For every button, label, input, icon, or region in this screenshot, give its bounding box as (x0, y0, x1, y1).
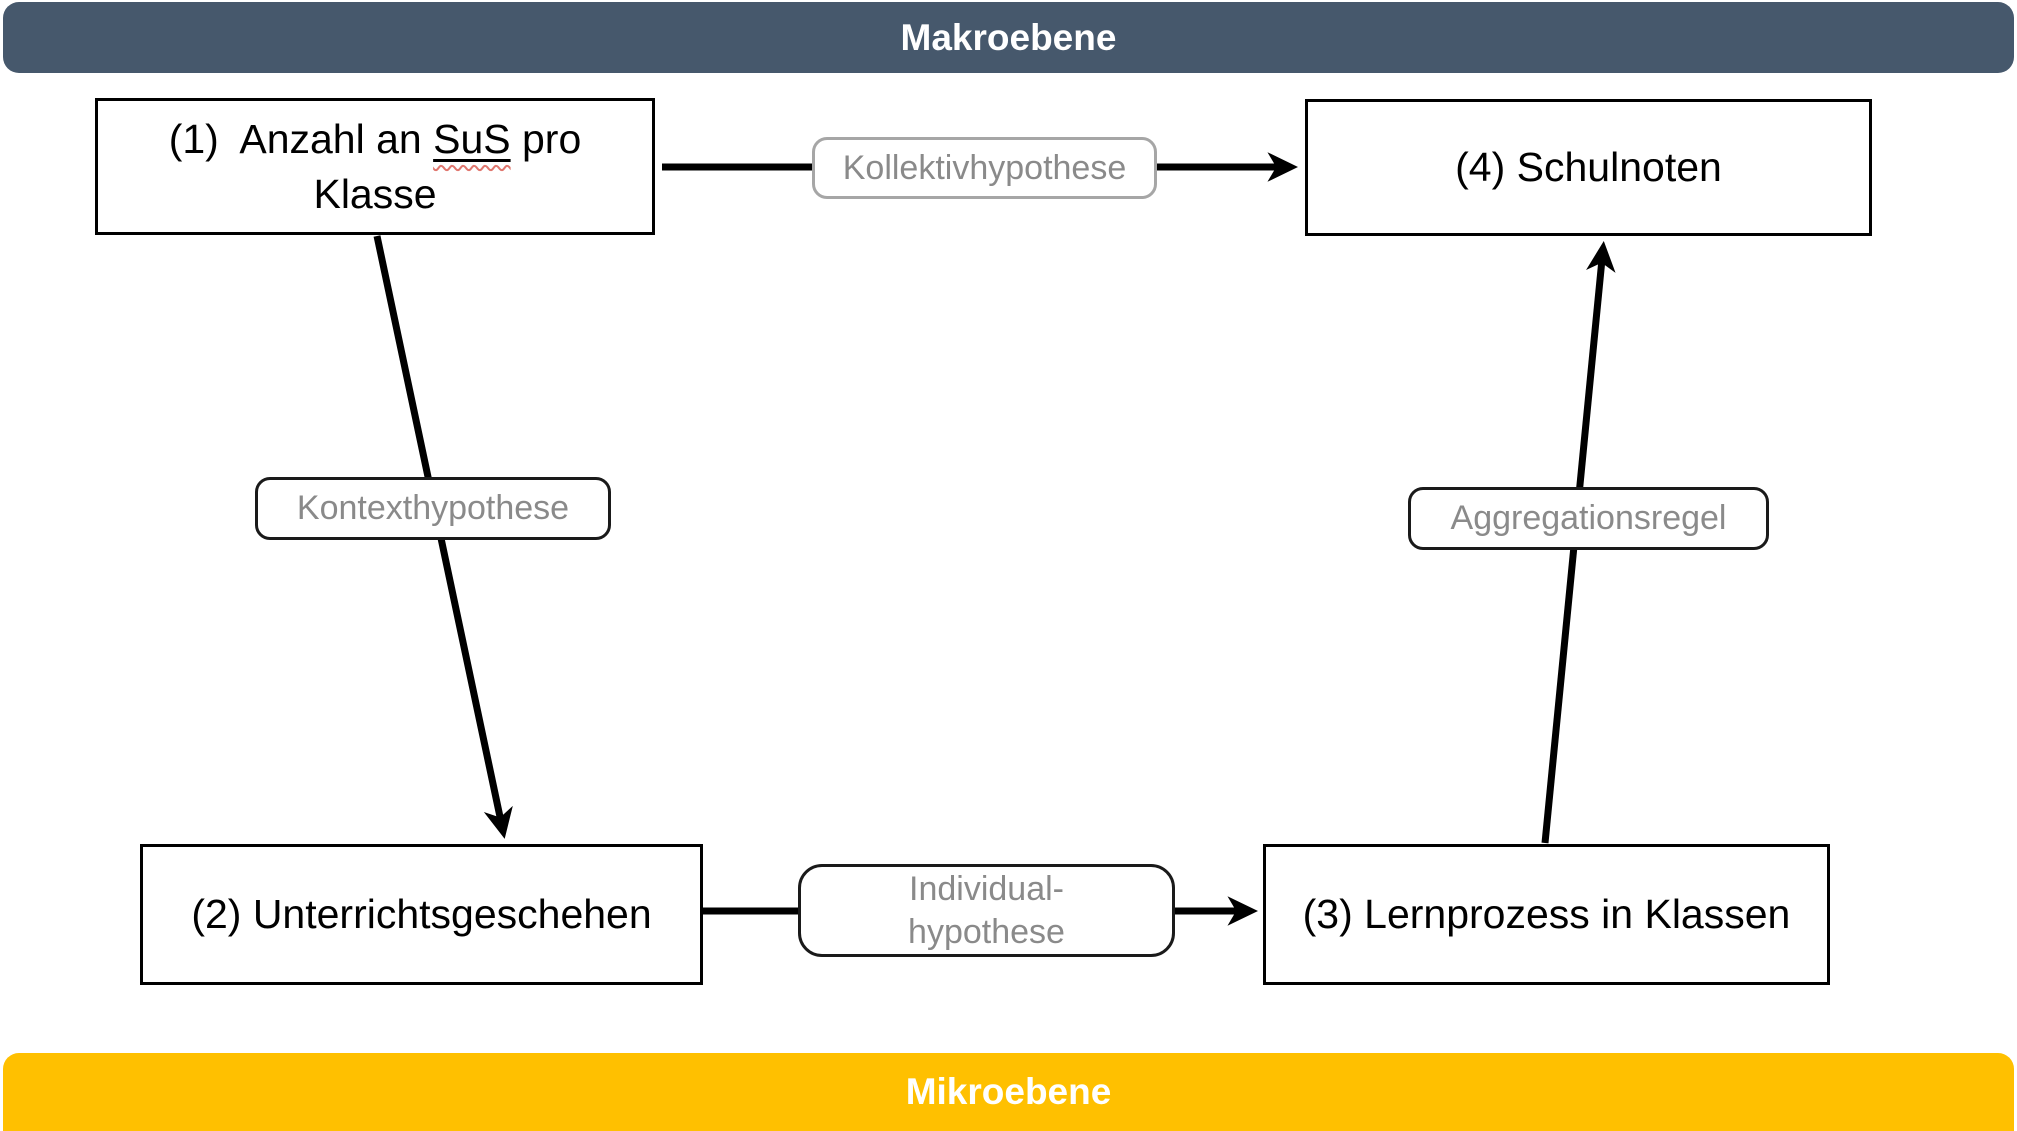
kollektivhypothese-text: Kollektivhypothese (842, 148, 1127, 187)
node-schulnoten: (4) Schulnoten (1305, 99, 1872, 236)
edge-label-individualhypothese: Individual- hypothese (798, 864, 1175, 957)
node-lernprozess-label: (3) Lernprozess in Klassen (1302, 891, 1791, 938)
edge-label-kollektivhypothese: Kollektivhypothese (812, 137, 1157, 199)
makroebene-bar: Makroebene (3, 2, 2014, 73)
node-anzahl-line2: Klasse (313, 170, 437, 217)
makroebene-bar-label: Makroebene (900, 16, 1117, 58)
individualhypothese-line1: Individual- (909, 870, 1064, 908)
spellcheck-squiggle: SuS (433, 116, 511, 162)
node-schulnoten-label: (4) Schulnoten (1455, 144, 1722, 191)
node-unterrichtsgeschehen-label: (2) Unterrichtsgeschehen (191, 891, 652, 938)
node-lernprozess: (3) Lernprozess in Klassen (1263, 844, 1830, 985)
aggregationsregel-text: Aggregationsregel (1450, 499, 1727, 538)
node-anzahl-line1-tail: pro (510, 116, 582, 163)
mikroebene-bar: Mikroebene (3, 1053, 2014, 1131)
individualhypothese-line2: hypothese (908, 912, 1065, 951)
mikroebene-bar-label: Mikroebene (905, 1071, 1112, 1112)
edge-label-kontexthypothese: Kontexthypothese (255, 477, 611, 540)
kontexthypothese-text: Kontexthypothese (296, 489, 570, 528)
node-anzahl-sus-pro-klasse: (1) Anzahl an SuS pro Klasse (95, 98, 655, 235)
node-anzahl-line1-text: (1) Anzahl an (168, 116, 434, 163)
sus-underlined-text: SuS (433, 116, 511, 163)
edge-label-aggregationsregel: Aggregationsregel (1408, 487, 1769, 550)
node-anzahl-line1: (1) Anzahl an SuS pro (169, 112, 582, 166)
node-unterrichtsgeschehen: (2) Unterrichtsgeschehen (140, 844, 703, 985)
